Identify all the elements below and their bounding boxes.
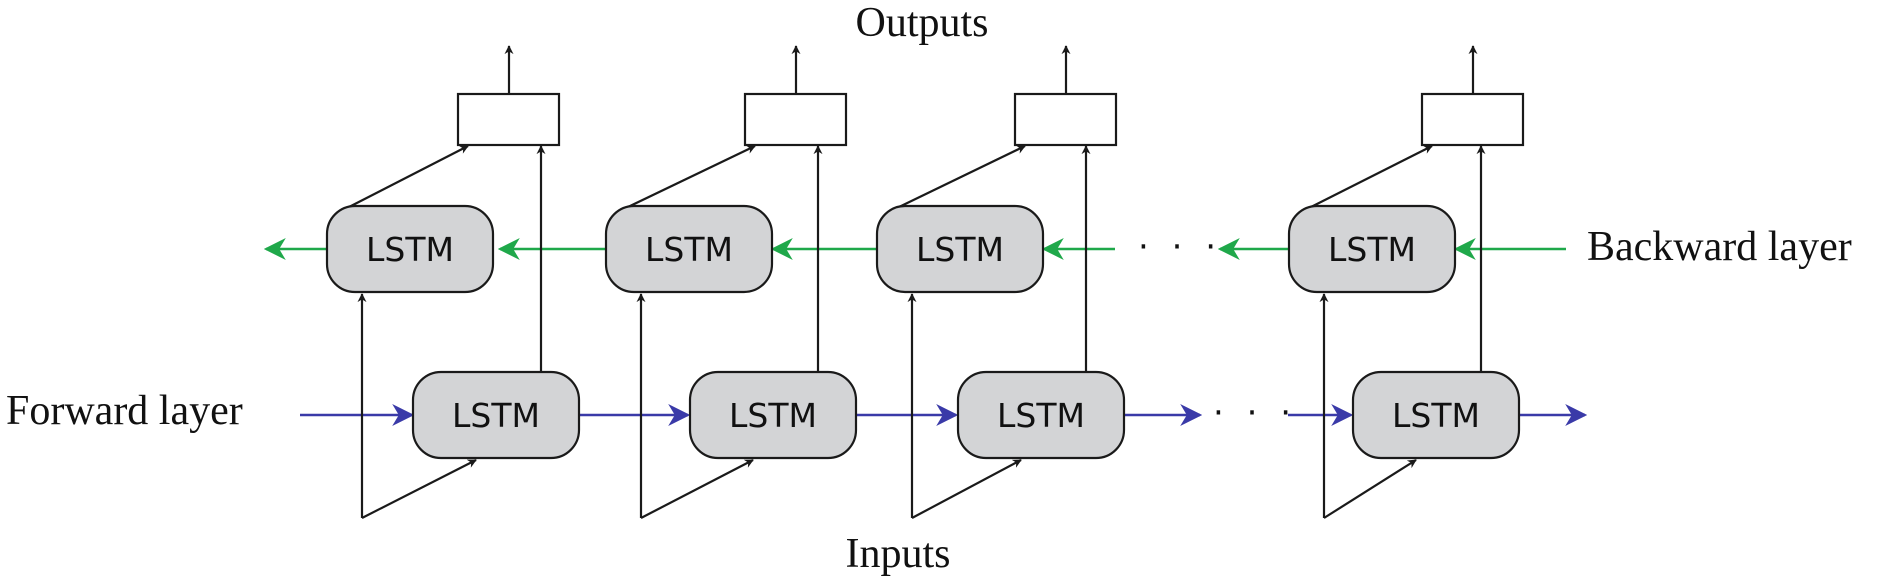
- backward-to-output-arrow: [1310, 145, 1433, 208]
- forward-lstm-cell: [411, 370, 581, 460]
- backward-lstm-label: LSTM: [1328, 230, 1416, 269]
- forward-lstm-label: LSTM: [997, 396, 1085, 435]
- input-to-forward-arrow: [1323, 459, 1417, 519]
- forward-lstm-cell: [1351, 370, 1521, 460]
- forward-lstm-cell: [956, 370, 1126, 460]
- forward-lstm-cell: [688, 370, 858, 460]
- forward-lstm-label: LSTM: [1392, 396, 1480, 435]
- forward-layer-label: Forward layer: [6, 388, 243, 434]
- output-box: [1420, 92, 1525, 147]
- output-box: [456, 92, 561, 147]
- forward-ellipsis: · · ·: [1213, 393, 1297, 433]
- forward-lstm-label: LSTM: [729, 396, 817, 435]
- output-box: [1013, 92, 1118, 147]
- backward-lstm-cell: [325, 204, 495, 294]
- backward-to-output-arrow: [627, 145, 756, 208]
- backward-layer-label: Backward layer: [1587, 224, 1852, 270]
- backward-to-output-arrow: [898, 145, 1026, 208]
- forward-lstm-label: LSTM: [452, 396, 540, 435]
- backward-to-output-arrow: [348, 145, 469, 208]
- input-to-forward-arrow: [361, 459, 477, 519]
- inputs-label: Inputs: [846, 531, 951, 577]
- backward-lstm-cell: [875, 204, 1045, 294]
- backward-lstm-label: LSTM: [366, 230, 454, 269]
- backward-lstm-cell: [604, 204, 774, 294]
- outputs-label: Outputs: [855, 0, 988, 46]
- input-to-forward-arrow: [911, 459, 1022, 519]
- backward-lstm-cell: [1287, 204, 1457, 294]
- backward-lstm-label: LSTM: [916, 230, 1004, 269]
- input-to-forward-arrow: [640, 459, 754, 519]
- backward-ellipsis: · · ·: [1138, 227, 1222, 267]
- output-box: [743, 92, 848, 147]
- backward-lstm-label: LSTM: [645, 230, 733, 269]
